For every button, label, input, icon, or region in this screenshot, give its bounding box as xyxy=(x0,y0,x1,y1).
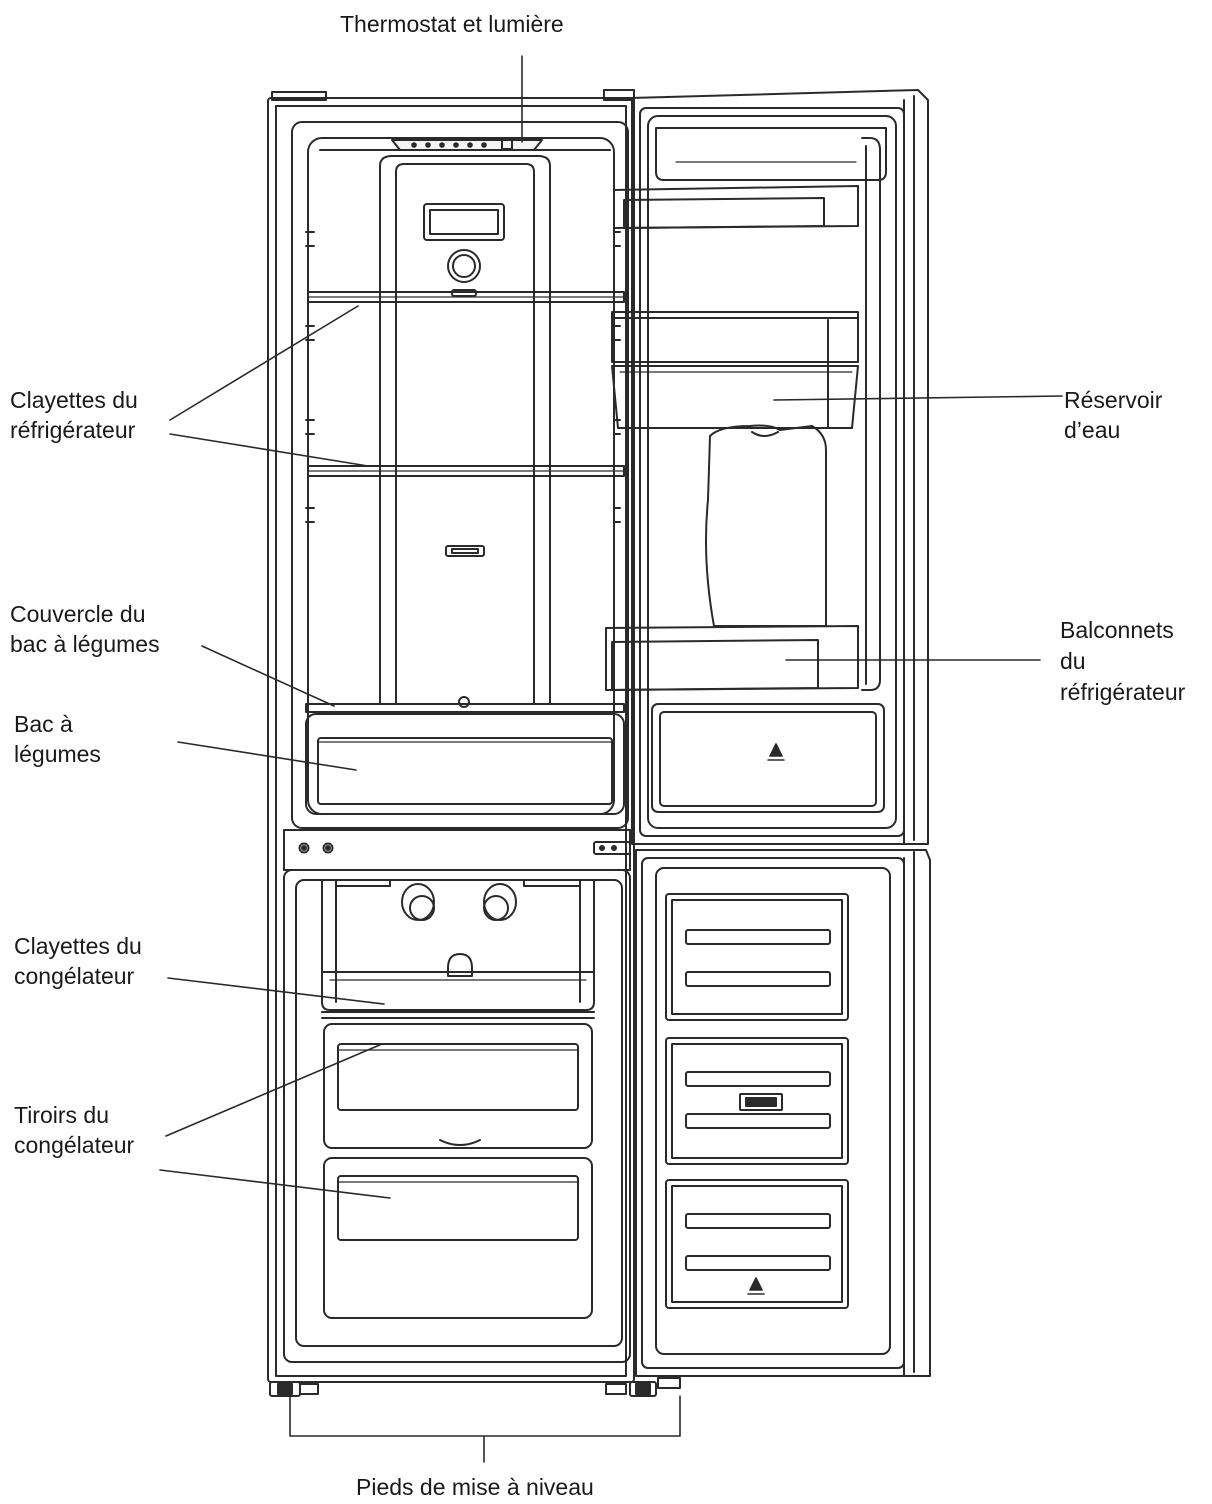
leader-freezer-drawers-b xyxy=(159,1169,391,1199)
label-water-tank: Réservoir d’eau xyxy=(1064,385,1162,445)
label-text: Clayettes du xyxy=(14,933,142,959)
label-text: Balconnets xyxy=(1060,617,1174,643)
label-text: réfrigérateur xyxy=(10,417,136,443)
label-freezer-drawers: Tiroirs du congélateur xyxy=(14,1100,134,1160)
label-text: Pieds de mise à niveau xyxy=(356,1474,594,1500)
leader-freezer-shelves xyxy=(167,977,385,1005)
freezer-door xyxy=(635,849,931,1377)
label-text: Couvercle du xyxy=(10,601,146,627)
thermostat-panel xyxy=(391,139,543,151)
leader-lines xyxy=(159,55,1063,1463)
freezer-drawer-lower xyxy=(323,1157,593,1319)
label-text: bac à légumes xyxy=(10,631,160,657)
freezer-compartment xyxy=(283,869,631,1363)
fridge-door xyxy=(631,89,929,845)
leader-crisper xyxy=(177,741,357,771)
crisper-cover xyxy=(305,703,625,713)
leader-fridge-shelves-b xyxy=(169,433,369,467)
leader-crisper-cover xyxy=(201,645,335,707)
label-text: du xyxy=(1060,648,1086,674)
mullion xyxy=(283,829,631,871)
label-text: légumes xyxy=(14,741,101,767)
cabinet-body xyxy=(267,89,635,1383)
leader-leveling-feet xyxy=(289,1395,681,1463)
label-freezer-shelves: Clayettes du congélateur xyxy=(14,931,142,991)
label-crisper: Bac à légumes xyxy=(14,709,101,769)
label-crisper-cover: Couvercle du bac à légumes xyxy=(10,599,160,659)
label-text: Clayettes du xyxy=(10,387,138,413)
label-text: Tiroirs du xyxy=(14,1102,109,1128)
water-tank xyxy=(611,311,859,627)
label-text: Réservoir xyxy=(1064,387,1163,413)
leader-water-tank xyxy=(773,395,1063,401)
crisper-drawer xyxy=(305,713,625,815)
freezer-door-panel-middle xyxy=(665,1037,849,1165)
fridge-shelf-upper xyxy=(307,291,625,303)
leveling-feet xyxy=(269,1377,681,1397)
label-text: Bac à xyxy=(14,711,73,737)
label-fridge-shelves: Clayettes du réfrigérateur xyxy=(10,385,138,445)
fridge-shelf-lower xyxy=(307,465,625,477)
leader-freezer-drawers-a xyxy=(165,1043,383,1137)
label-leveling-feet: Pieds de mise à niveau xyxy=(356,1472,594,1502)
freezer-shelf xyxy=(321,971,595,1019)
label-text: Thermostat et lumière xyxy=(340,11,564,37)
door-balcony-upper xyxy=(613,185,859,229)
freezer-door-panel-top xyxy=(665,893,849,1021)
label-text: d’eau xyxy=(1064,417,1121,443)
freezer-drawer-upper xyxy=(323,1023,593,1149)
air-duct xyxy=(379,155,551,708)
label-text: congélateur xyxy=(14,963,135,989)
label-text: réfrigérateur xyxy=(1060,679,1186,705)
label-thermostat: Thermostat et lumière xyxy=(340,9,564,39)
label-text: congélateur xyxy=(14,1132,135,1158)
freezer-door-panel-bottom xyxy=(665,1179,849,1309)
door-bottom-bin xyxy=(651,703,885,813)
door-balcony-lower xyxy=(605,625,859,691)
leader-fridge-shelves-a xyxy=(169,305,359,421)
label-door-balconies: Balconnets du réfrigérateur xyxy=(1060,615,1185,708)
